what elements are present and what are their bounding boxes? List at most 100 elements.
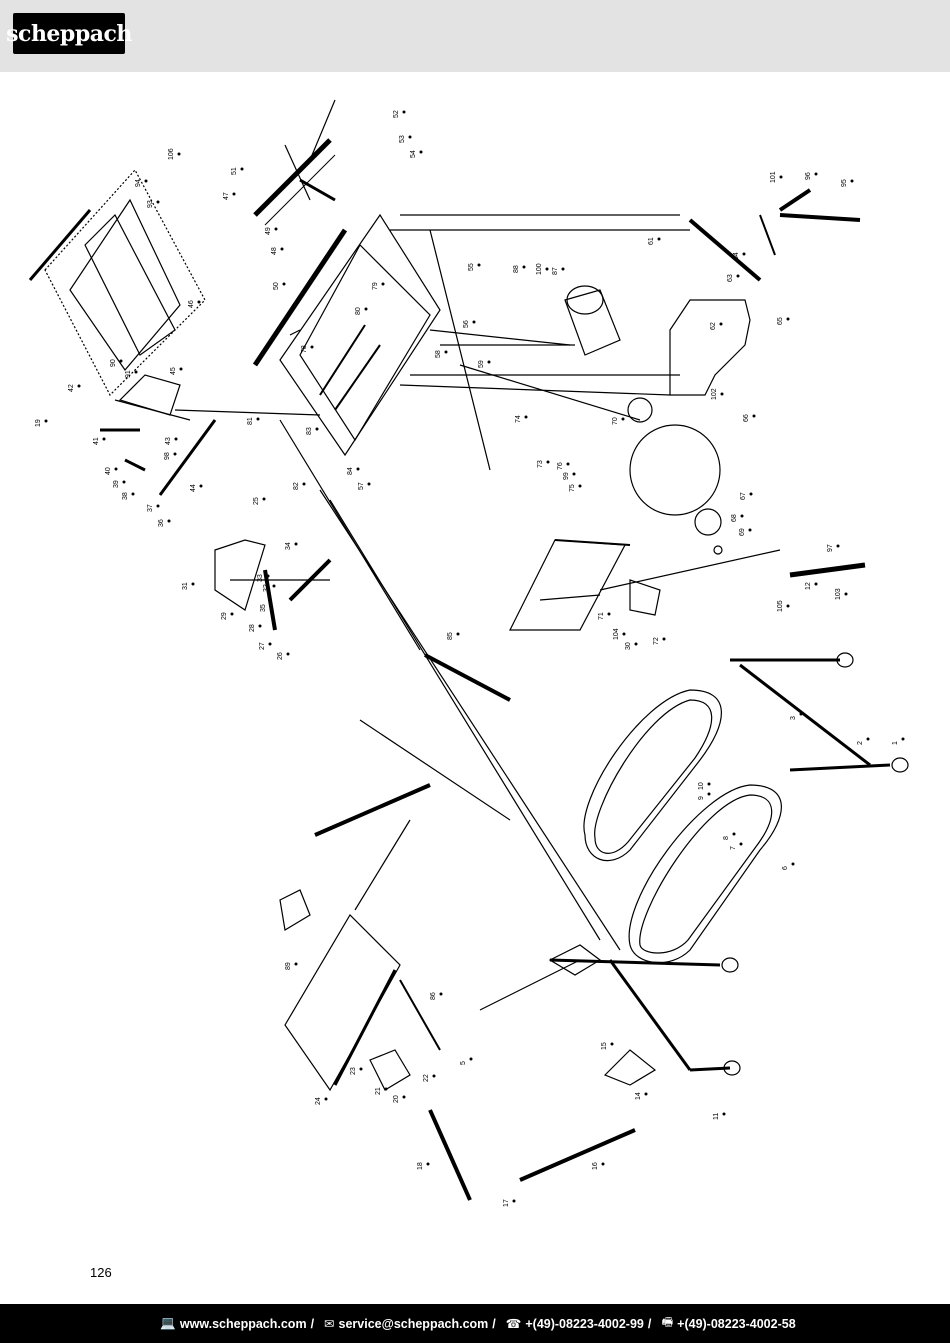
part-callout-3: 3 <box>790 716 797 720</box>
footer-separator: / <box>647 1316 652 1331</box>
part-callout-48: 48 <box>271 247 278 255</box>
part-marker-dot <box>836 544 840 548</box>
part-marker-dot <box>522 265 526 269</box>
part-marker-dot <box>456 632 460 636</box>
part-callout-105: 105 <box>777 600 784 612</box>
part-marker-dot <box>736 274 740 278</box>
part-marker-dot <box>477 263 481 267</box>
part-marker-dot <box>487 360 491 364</box>
part-callout-52: 52 <box>393 110 400 118</box>
part-marker-dot <box>707 782 711 786</box>
part-marker-dot <box>266 574 270 578</box>
part-callout-9: 9 <box>698 796 705 800</box>
page-number: 126 <box>90 1265 112 1280</box>
part-callout-45: 45 <box>170 367 177 375</box>
footer-separator: / <box>310 1316 315 1331</box>
part-callout-29: 29 <box>221 612 228 620</box>
part-callout-85: 85 <box>447 632 454 640</box>
part-callout-65: 65 <box>777 317 784 325</box>
part-callout-42: 42 <box>68 384 75 392</box>
part-callout-34: 34 <box>285 542 292 550</box>
part-callout-95: 95 <box>841 179 848 187</box>
part-callout-33: 33 <box>257 574 264 582</box>
part-marker-dot <box>282 282 286 286</box>
part-marker-dot <box>749 492 753 496</box>
fax-number: +(49)-08223-4002-58 <box>677 1316 796 1331</box>
part-marker-dot <box>356 467 360 471</box>
part-callout-67: 67 <box>740 492 747 500</box>
part-callout-73: 73 <box>537 460 544 468</box>
part-callout-32: 32 <box>263 584 270 592</box>
part-marker-dot <box>444 350 448 354</box>
email-link[interactable]: service@scheppach.com <box>338 1316 489 1331</box>
part-callout-104: 104 <box>613 628 620 640</box>
part-marker-dot <box>844 592 848 596</box>
part-marker-dot <box>114 467 118 471</box>
part-callout-7: 7 <box>730 846 737 850</box>
part-callout-102: 102 <box>711 388 718 400</box>
part-callout-40: 40 <box>105 467 112 475</box>
part-callout-90: 90 <box>110 359 117 367</box>
computer-icon: 💻 <box>160 1316 176 1330</box>
part-marker-dot <box>310 345 314 349</box>
part-marker-dot <box>280 247 284 251</box>
website-link[interactable]: www.scheppach.com <box>179 1316 307 1331</box>
part-callout-8: 8 <box>723 836 730 840</box>
part-callout-labels: 1235678910111214151617181920212223242526… <box>35 110 905 1207</box>
part-marker-dot <box>578 484 582 488</box>
part-marker-dot <box>268 642 272 646</box>
part-callout-54: 54 <box>410 150 417 158</box>
part-callout-6: 6 <box>782 866 789 870</box>
part-marker-dot <box>272 584 276 588</box>
part-marker-dot <box>156 200 160 204</box>
part-marker-dot <box>131 492 135 496</box>
part-marker-dot <box>814 172 818 176</box>
part-marker-dot <box>719 322 723 326</box>
footer-bar: 💻 www.scheppach.com / ✉ service@scheppac… <box>0 1304 950 1343</box>
part-marker-dot <box>426 1162 430 1166</box>
part-callout-39: 39 <box>113 480 120 488</box>
part-marker-dot <box>402 110 406 114</box>
part-marker-dot <box>748 528 752 532</box>
part-callout-25: 25 <box>253 497 260 505</box>
part-callout-38: 38 <box>122 492 129 500</box>
part-marker-dot <box>621 417 625 421</box>
part-callout-62: 62 <box>710 322 717 330</box>
part-marker-dot <box>610 1042 614 1046</box>
part-marker-dot <box>179 367 183 371</box>
part-callout-44: 44 <box>190 484 197 492</box>
part-marker-dot <box>269 604 273 608</box>
part-callout-80: 80 <box>355 307 362 315</box>
part-marker-dot <box>294 962 298 966</box>
part-callout-91: 91 <box>125 370 132 378</box>
part-marker-dot <box>779 175 783 179</box>
part-callout-78: 78 <box>301 345 308 353</box>
part-marker-dot <box>122 480 126 484</box>
part-marker-dot <box>408 135 412 139</box>
part-marker-dot <box>199 484 203 488</box>
part-callout-70: 70 <box>612 417 619 425</box>
part-callout-18: 18 <box>417 1162 424 1170</box>
part-marker-dot <box>359 1067 363 1071</box>
part-callout-74: 74 <box>515 415 522 423</box>
part-callout-101: 101 <box>770 171 777 183</box>
part-marker-dot <box>722 1112 726 1116</box>
part-marker-dot <box>512 1199 516 1203</box>
part-callout-93: 93 <box>147 200 154 208</box>
part-marker-dot <box>786 317 790 321</box>
part-marker-dot <box>294 542 298 546</box>
part-marker-dot <box>740 514 744 518</box>
part-marker-dot <box>77 384 81 388</box>
part-marker-dot <box>197 300 201 304</box>
part-callout-82: 82 <box>293 482 300 490</box>
part-callout-87: 87 <box>552 267 559 275</box>
part-callout-68: 68 <box>731 514 738 522</box>
part-callout-57: 57 <box>358 482 365 490</box>
part-marker-dot <box>739 842 743 846</box>
part-callout-47: 47 <box>223 192 230 200</box>
footer-separator: / <box>492 1316 496 1331</box>
part-marker-dot <box>240 167 244 171</box>
part-marker-dot <box>367 482 371 486</box>
part-marker-dot <box>644 1092 648 1096</box>
part-marker-dot <box>752 414 756 418</box>
